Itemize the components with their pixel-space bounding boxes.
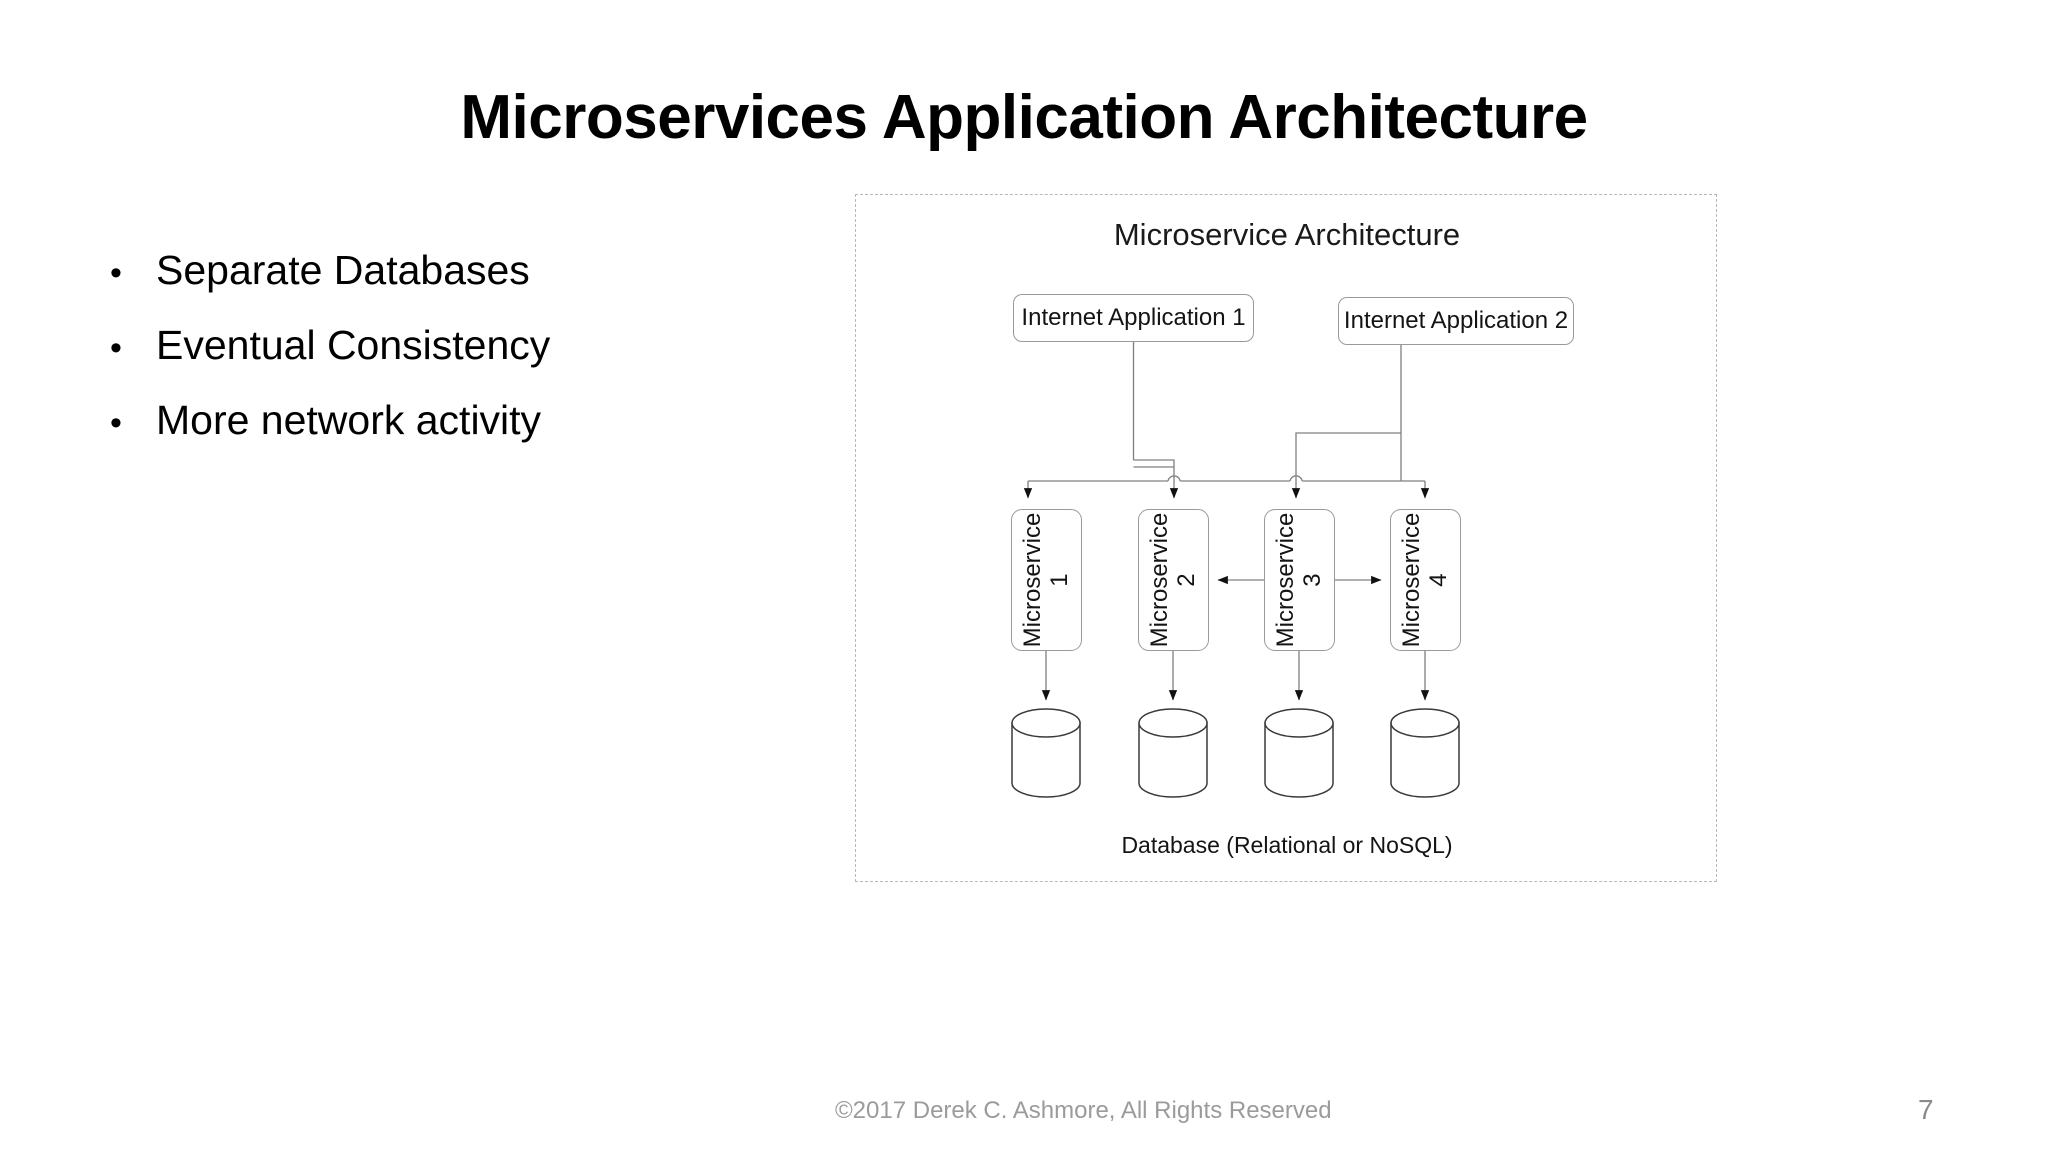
database-caption: Database (Relational or NoSQL)	[1121, 832, 1453, 858]
architecture-diagram: Microservice Architecture	[855, 194, 1717, 882]
diagram-title: Microservice Architecture	[1113, 217, 1461, 252]
node-database-1[interactable]	[1010, 708, 1082, 798]
node-label: Microservice 1	[1018, 510, 1074, 650]
node-label-name: Microservice	[1018, 512, 1046, 648]
node-label: Microservice 2	[1145, 510, 1201, 650]
list-item: • More network activity	[110, 398, 850, 443]
page-title: Microservices Application Architecture	[460, 83, 1588, 152]
node-label-number: 3	[1298, 573, 1326, 587]
node-label: Internet Application 2	[1343, 307, 1569, 334]
node-label-number: 2	[1172, 573, 1200, 587]
list-item: • Eventual Consistency	[110, 322, 850, 369]
node-label-number: 4	[1424, 573, 1452, 587]
node-label-name: Microservice	[1397, 512, 1425, 648]
node-database-3[interactable]	[1263, 708, 1335, 798]
node-label: Microservice 3	[1271, 510, 1327, 650]
node-database-4[interactable]	[1389, 708, 1461, 798]
list-item: • Separate Databases	[110, 247, 850, 293]
node-label: Internet Application 1	[1021, 304, 1246, 331]
node-microservice-1[interactable]: Microservice 1	[1011, 509, 1082, 651]
page-number: 7	[1918, 1094, 1934, 1125]
footer-copyright: ©2017 Derek C. Ashmore, All Rights Reser…	[835, 1097, 1332, 1124]
bullet-marker-icon: •	[110, 404, 122, 443]
bullet-marker-icon: •	[110, 254, 122, 292]
bullet-text: Separate Databases	[156, 247, 530, 293]
node-label: Microservice 4	[1397, 510, 1453, 650]
node-microservice-2[interactable]: Microservice 2	[1138, 509, 1209, 651]
node-label-name: Microservice	[1145, 512, 1173, 648]
bullet-text: More network activity	[156, 397, 542, 444]
node-database-2[interactable]	[1137, 708, 1209, 798]
node-microservice-4[interactable]: Microservice 4	[1390, 509, 1461, 651]
node-label-number: 1	[1045, 573, 1073, 587]
node-microservice-3[interactable]: Microservice 3	[1264, 509, 1335, 651]
node-internet-application-2[interactable]: Internet Application 2	[1338, 297, 1574, 345]
bullet-list: • Separate Databases • Eventual Consiste…	[110, 247, 850, 473]
bullet-text: Eventual Consistency	[156, 322, 551, 369]
node-label-name: Microservice	[1271, 512, 1299, 648]
bullet-marker-icon: •	[110, 329, 122, 368]
node-internet-application-1[interactable]: Internet Application 1	[1013, 294, 1254, 342]
